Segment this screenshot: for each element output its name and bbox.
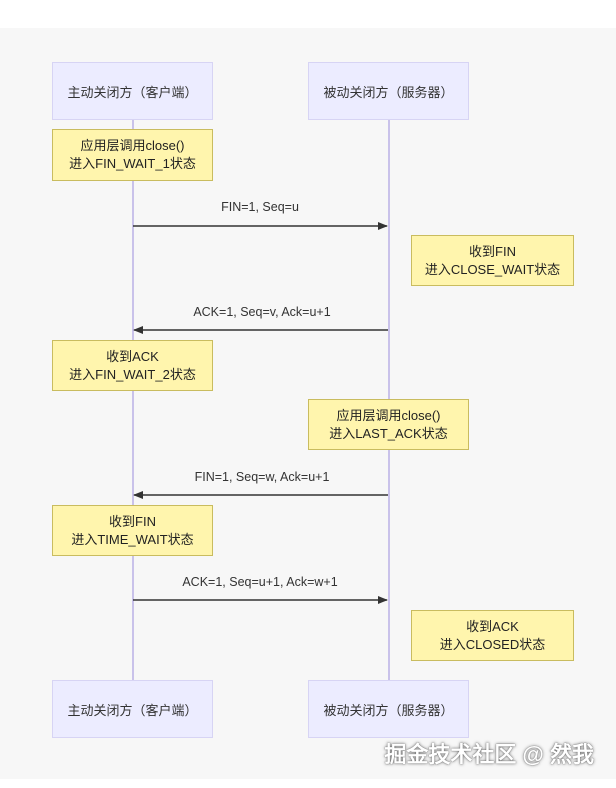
note-line: 应用层调用close() xyxy=(80,138,185,153)
actor-client-label: 主动关闭方（客户端） xyxy=(67,702,198,718)
note-line: 进入CLOSE_WAIT状态 xyxy=(424,261,561,277)
actor-server-top: 被动关闭方（服务器） xyxy=(308,62,469,120)
note-server-ack: 收到ACK 进入CLOSED状态 xyxy=(411,610,574,661)
message-label-fin-server: FIN=1, Seq=w, Ack=u+1 xyxy=(194,470,330,484)
actor-server-label: 被动关闭方（服务器） xyxy=(323,702,454,718)
note-line: 进入TIME_WAIT状态 xyxy=(71,531,194,547)
actor-client-top: 主动关闭方（客户端） xyxy=(52,62,213,120)
note-client-ack: 收到ACK 进入FIN_WAIT_2状态 xyxy=(52,340,213,391)
note-client-fin: 收到FIN 进入TIME_WAIT状态 xyxy=(52,505,213,556)
note-line: 进入CLOSED状态 xyxy=(439,636,546,652)
watermark: 掘金技术社区 @ 然我 xyxy=(384,742,594,767)
note-line: 收到FIN xyxy=(469,243,516,259)
note-server-fin: 收到FIN 进入CLOSE_WAIT状态 xyxy=(411,235,574,286)
note-server-close: 应用层调用close() 进入LAST_ACK状态 xyxy=(308,399,469,450)
actor-server-bottom: 被动关闭方（服务器） xyxy=(308,680,469,738)
note-line: 进入FIN_WAIT_1状态 xyxy=(69,156,196,171)
message-label-final-ack: ACK=1, Seq=u+1, Ack=w+1 xyxy=(182,575,338,589)
note-line: 收到FIN xyxy=(109,513,156,529)
note-client-close: 应用层调用close() 进入FIN_WAIT_1状态 xyxy=(52,129,213,181)
message-label-fin: FIN=1, Seq=u xyxy=(221,200,299,214)
actor-server-label: 被动关闭方（服务器） xyxy=(323,84,454,100)
message-label-ack: ACK=1, Seq=v, Ack=u+1 xyxy=(193,305,331,319)
note-line: 收到ACK xyxy=(106,348,159,364)
actor-client-label: 主动关闭方（客户端） xyxy=(67,84,198,100)
actor-client-bottom: 主动关闭方（客户端） xyxy=(52,680,213,738)
note-line: 收到ACK xyxy=(466,618,519,634)
note-line: 进入FIN_WAIT_2状态 xyxy=(69,366,196,382)
note-line: 进入LAST_ACK状态 xyxy=(329,425,448,441)
note-line: 应用层调用close() xyxy=(336,407,441,423)
client-lifeline xyxy=(132,120,134,680)
